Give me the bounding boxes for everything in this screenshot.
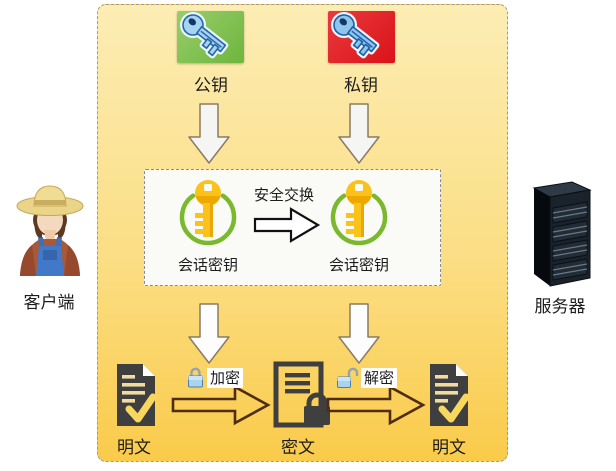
- open-padlock-icon: [337, 367, 359, 388]
- plaintext-right-doc-icon: [430, 364, 470, 426]
- secure-exchange-label: 安全交换: [253, 186, 314, 204]
- plaintext-right-label: 明文: [432, 438, 466, 458]
- encrypt-label: 加密: [207, 368, 244, 388]
- ciphertext-doc-icon: [273, 361, 330, 428]
- session-key-right-icon: [330, 180, 388, 246]
- private-key-label: 私钥: [344, 76, 378, 96]
- plaintext-left-doc-icon: [117, 364, 157, 426]
- down-arrow-encrypt-icon: [188, 303, 230, 364]
- client-avatar: [16, 185, 84, 276]
- decrypt-label: 解密: [361, 368, 398, 388]
- session-key-left-label: 会话密钥: [177, 256, 238, 274]
- client-label: 客户端: [23, 293, 75, 313]
- plaintext-left-label: 明文: [117, 438, 151, 458]
- server-icon: [532, 181, 592, 287]
- ciphertext-label: 密文: [281, 438, 315, 458]
- session-exchange-box: 会话密钥 安全交换 会话密钥: [144, 169, 441, 286]
- encrypt-step: 加密: [186, 367, 244, 389]
- decrypt-step: 解密: [336, 367, 398, 389]
- session-key-left-icon: [179, 180, 237, 246]
- public-key-label: 公钥: [194, 76, 228, 96]
- green-key-glyph: [180, 12, 229, 59]
- server-figure: [520, 178, 600, 290]
- decrypt-flow-arrow-icon: [326, 384, 426, 426]
- session-key-right-label: 会话密钥: [328, 256, 389, 274]
- exchange-right-arrow-icon: [253, 207, 321, 243]
- private-key-icon: [328, 11, 395, 63]
- closed-padlock-icon: [188, 367, 203, 388]
- down-arrow-decrypt-icon: [338, 303, 380, 364]
- red-key-glyph: [331, 12, 380, 59]
- down-arrow-private-icon: [338, 103, 380, 164]
- encryption-panel: 公钥 私钥: [97, 4, 508, 462]
- public-key-icon: [177, 11, 244, 63]
- down-arrow-public-icon: [188, 103, 230, 164]
- client-figure: [8, 182, 92, 282]
- server-label: 服务器: [534, 297, 586, 317]
- encrypt-flow-arrow-icon: [171, 384, 271, 426]
